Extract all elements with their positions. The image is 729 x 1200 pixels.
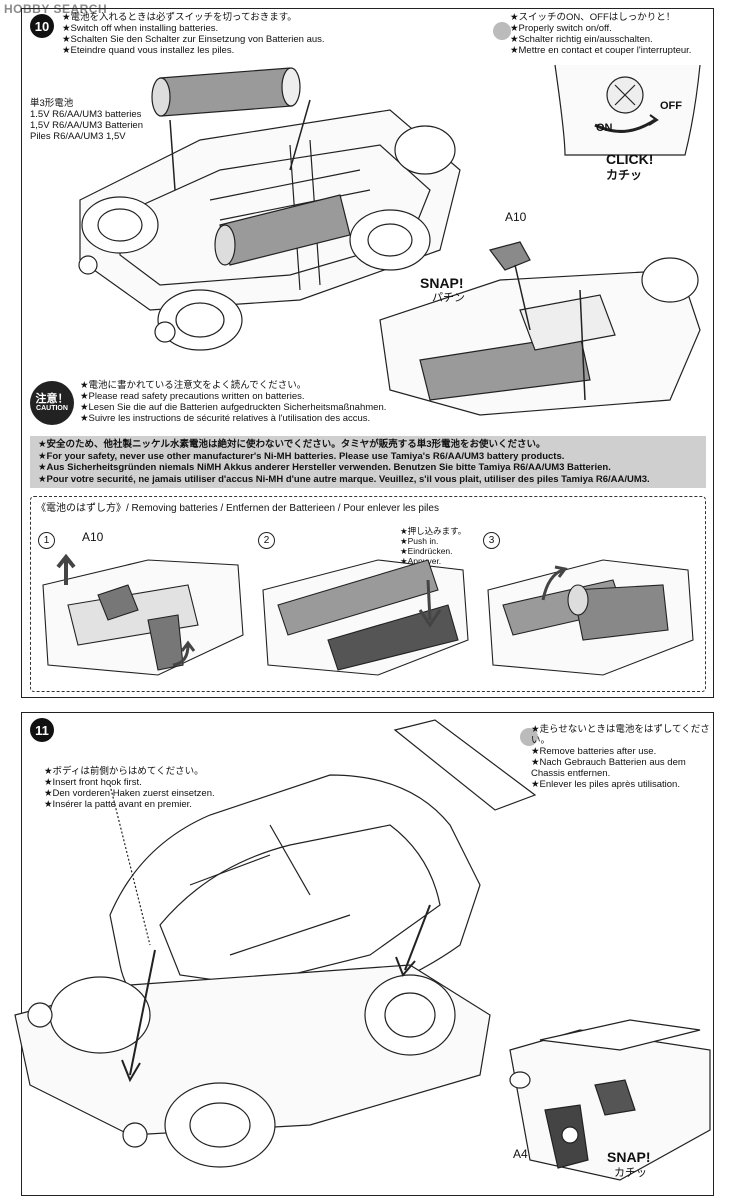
safety-note-de: ★Aus Sicherheitsgründen niemals NiMH Akk… <box>38 462 611 473</box>
hook-note-fr: ★Insérer la patte avant en premier. <box>44 799 192 810</box>
switch-detail-illustration <box>554 64 701 156</box>
hook-notes: ★ボディは前側からはめてください。 ★Insert front hook fir… <box>44 766 274 810</box>
push-notes: ★押し込みます。 ★Push in. ★Eindrücken. ★Appuyer… <box>400 526 466 566</box>
chassis-battery-illustration <box>78 67 461 351</box>
caution-note-en: ★Please read safety precautions written … <box>80 391 305 402</box>
safety-warning-bar: ★安全のため、他社製ニッケル水素電池は絶対に使わないでください。タミヤが販売する… <box>30 436 706 488</box>
snap-label-jp-2: カチッ <box>614 1167 647 1179</box>
remove-note-en: ★Remove batteries after use. <box>531 746 657 757</box>
battery-label-fr: Piles R6/AA/UM3 1,5V <box>30 131 126 142</box>
caution-jp: 注意！ <box>35 393 69 405</box>
battery-label-jp: 単3形電池 <box>30 98 74 109</box>
removing-illustration-3 <box>487 559 694 676</box>
remove-note-de-2: Chassis entfernen. <box>531 768 611 779</box>
switch-off-note-en: ★Switch off when installing batteries. <box>62 23 219 34</box>
battery-clip-illustration <box>379 241 701 416</box>
push-note-en: ★Push in. <box>400 536 439 546</box>
safety-note-en: ★For your safety, never use other manufa… <box>38 450 565 462</box>
step-11-number: 11 <box>30 718 54 742</box>
click-label-jp: カチッ <box>606 168 643 182</box>
body-chassis-illustration <box>14 719 537 1168</box>
switch-on-note-en: ★Properly switch on/off. <box>510 23 612 34</box>
hook-note-en: ★Insert front hook first. <box>44 777 142 788</box>
hook-note-jp: ★ボディは前側からはめてください。 <box>44 766 204 777</box>
removing-illustration-1 <box>42 553 244 676</box>
switch-off-label: OFF <box>660 100 682 112</box>
removing-step-2: 2 <box>258 532 275 549</box>
note-marker-dot <box>493 22 511 40</box>
battery-upper <box>151 67 301 117</box>
switch-on-notes: ★スイッチのON、OFFはしっかりと！ ★Properly switch on/… <box>510 12 720 56</box>
hook-note-de: ★Den vorderen Haken zuerst einsetzen. <box>44 788 215 799</box>
part-a4-label: A4 <box>513 1147 528 1161</box>
caution-note-jp: ★電池に書かれている注意文をよく読んでください。 <box>80 380 307 391</box>
switch-off-note-jp: ★電池を入れるときは必ずスイッチを切っておきます。 <box>62 12 297 23</box>
switch-off-notes: ★電池を入れるときは必ずスイッチを切っておきます。 ★Switch off wh… <box>62 12 392 56</box>
snap-label-en: SNAP! <box>420 275 464 291</box>
step-11-panel <box>21 712 714 1196</box>
push-note-fr: ★Appuyer. <box>400 556 442 566</box>
push-note-jp: ★押し込みます。 <box>400 526 467 536</box>
step-10-number: 10 <box>30 14 54 38</box>
switch-on-note-fr: ★Mettre en contact et couper l'interrupt… <box>510 45 692 56</box>
switch-on-note-de: ★Schalter richtig ein/ausschalten. <box>510 34 653 45</box>
rear-clip-illustration <box>509 1019 711 1181</box>
removing-a10-label: A10 <box>82 530 104 544</box>
remove-note-jp: ★走らせないときは電池をはずしてください。 <box>531 724 710 746</box>
step-10-panel <box>21 8 714 698</box>
battery-labels: 単3形電池 1.5V R6/AA/UM3 batteries 1,5V R6/A… <box>30 98 180 142</box>
switch-on-note-jp: ★スイッチのON、OFFはしっかりと！ <box>510 12 676 23</box>
note-marker-dot-2 <box>520 728 538 746</box>
caution-badge: 注意！ CAUTION <box>30 381 74 425</box>
removing-step-3: 3 <box>483 532 500 549</box>
caution-note-de: ★Lesen Sie die auf die Batterien aufgedr… <box>80 402 387 413</box>
caution-note-fr: ★Suivre les instructions de sécurité rel… <box>80 413 371 424</box>
remove-note-de-1: ★Nach Gebrauch Batterien aus dem <box>531 757 686 768</box>
click-label-en: CLICK! <box>606 151 654 167</box>
battery-label-en: 1.5V R6/AA/UM3 batteries <box>30 109 142 120</box>
removing-illustration-2 <box>262 559 469 676</box>
safety-note-fr: ★Pour votre securité, ne jamais utiliser… <box>38 473 650 485</box>
safety-note-jp: ★安全のため、他社製ニッケル水素電池は絶対に使わないでください。タミヤが販売する… <box>38 439 546 450</box>
snap-label-jp: パチン <box>432 292 465 304</box>
removing-batteries-box <box>30 496 706 692</box>
battery-lower <box>214 194 351 266</box>
remove-note-fr: ★Enlever les piles après utilisation. <box>531 779 680 790</box>
switch-off-note-fr: ★Eteindre quand vous installez les piles… <box>62 45 235 56</box>
caution-en: CAUTION <box>36 405 68 412</box>
watermark: HOBBY SEARCH <box>4 2 108 16</box>
snap-label-en-2: SNAP! <box>607 1149 651 1165</box>
battery-label-de: 1,5V R6/AA/UM3 Batterien <box>30 120 143 131</box>
remove-notes: ★走らせないときは電池をはずしてください。 ★Remove batteries … <box>531 724 721 790</box>
removing-title: 《電池のはずし方》/ Removing batteries / Entferne… <box>36 503 439 514</box>
removing-step-1: 1 <box>38 532 55 549</box>
caution-notes: ★電池に書かれている注意文をよく読んでください。 ★Please read sa… <box>80 380 410 424</box>
part-a10-label: A10 <box>505 210 527 224</box>
push-note-de: ★Eindrücken. <box>400 546 453 556</box>
switch-off-note-de: ★Schalten Sie den Schalter zur Einsetzun… <box>62 34 325 45</box>
switch-on-label: ON <box>596 122 613 134</box>
